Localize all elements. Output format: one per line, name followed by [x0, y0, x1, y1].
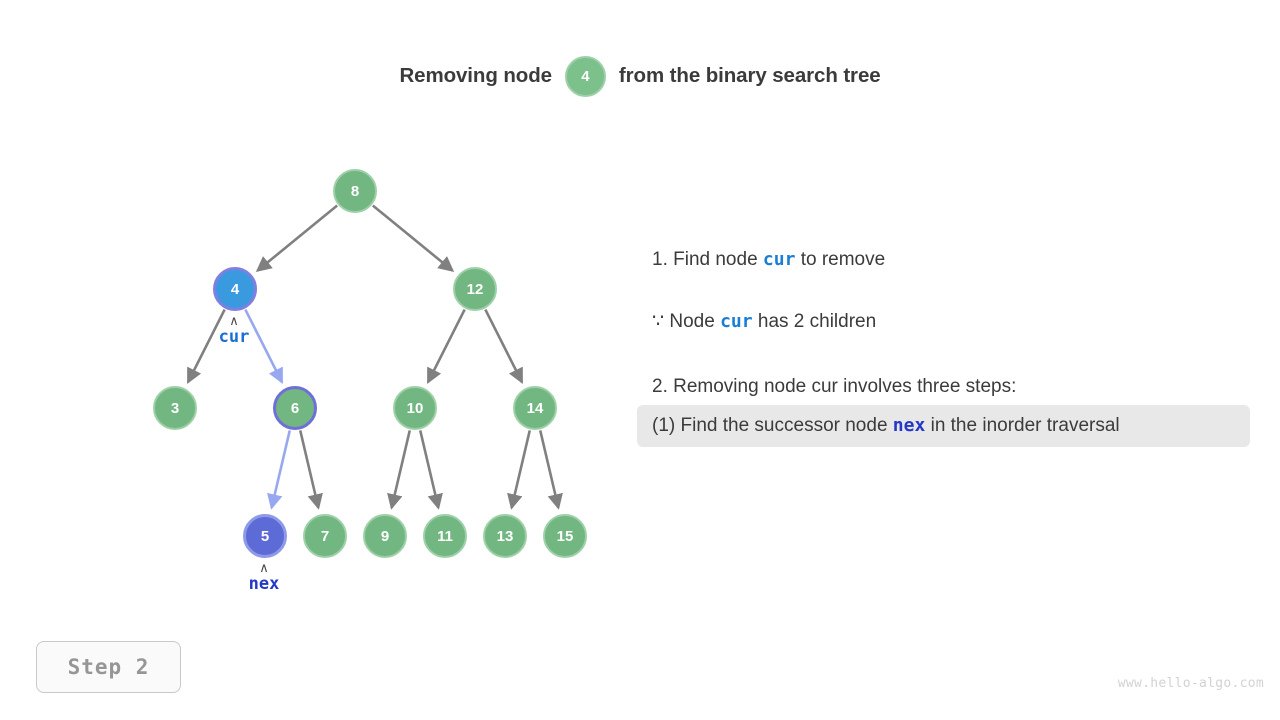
explanation-line-4-pre: (1) Find the successor node	[652, 415, 893, 436]
tree-edge	[507, 430, 532, 510]
spacer	[637, 274, 1267, 308]
title-suffix: from the binary search tree	[618, 64, 881, 87]
tree-edge	[267, 430, 292, 510]
pointer-cur: ∧cur	[218, 314, 250, 347]
tree-edge	[538, 430, 563, 510]
pointer-label-cur: cur	[218, 327, 250, 347]
title-node-circle: 4	[564, 55, 606, 97]
tree-edge	[244, 308, 284, 384]
tree-node-12[interactable]: 12	[453, 267, 497, 311]
tree-edge	[186, 308, 226, 384]
tree-node-9[interactable]: 9	[363, 514, 407, 558]
explanation-line-4-post: in the inorder traversal	[925, 415, 1120, 436]
spacer	[637, 336, 1267, 373]
tree-node-5[interactable]: 5	[243, 514, 287, 558]
tree-node-14[interactable]: 14	[513, 386, 557, 430]
tree-node-4[interactable]: 4	[213, 267, 257, 311]
tree-node-11[interactable]: 11	[423, 514, 467, 558]
tree-edge	[387, 430, 412, 510]
tree-edge	[484, 308, 524, 384]
title-prefix: Removing node	[399, 64, 552, 87]
explanation-line-2-post: has 2 children	[752, 311, 877, 332]
tree-node-3[interactable]: 3	[153, 386, 197, 430]
explanation-line-2-pre: ∵ Node	[652, 311, 721, 332]
tree-edges-layer	[186, 204, 563, 510]
page-title: Removing node 4 from the binary search t…	[0, 55, 1280, 97]
explanation-line-3: 2. Removing node cur involves three step…	[652, 376, 1017, 397]
caret-icon: ∧	[259, 561, 269, 576]
pointer-nex: ∧nex	[248, 561, 280, 594]
tree-node-10[interactable]: 10	[393, 386, 437, 430]
tree-edge	[298, 430, 323, 510]
explanation-line-1-pre: 1. Find node	[652, 249, 763, 270]
explanation-line-2: ∵ Node cur has 2 children	[637, 308, 1267, 336]
keyword-nex: nex	[892, 415, 926, 436]
tree-edge	[255, 204, 339, 272]
caret-icon: ∧	[229, 314, 239, 329]
tree-edge	[426, 308, 466, 384]
keyword-cur: cur	[762, 249, 796, 270]
explanation-panel: 1. Find node cur to remove ∵ Node cur ha…	[637, 246, 1267, 447]
explanation-line-1-post: to remove	[795, 249, 886, 270]
pointer-label-nex: nex	[248, 574, 280, 594]
keyword-cur: cur	[720, 311, 753, 332]
tree-edge	[418, 430, 443, 510]
step-badge: Step 2	[36, 641, 181, 693]
watermark: www.hello-algo.com	[1117, 676, 1264, 691]
tree-node-6[interactable]: 6	[273, 386, 317, 430]
explanation-line-4-highlighted: (1) Find the successor node nex in the i…	[637, 405, 1250, 447]
tree-edge	[371, 204, 455, 272]
tree-node-13[interactable]: 13	[483, 514, 527, 558]
explanation-line-1: 1. Find node cur to remove	[637, 246, 1267, 274]
tree-node-15[interactable]: 15	[543, 514, 587, 558]
tree-node-8[interactable]: 8	[333, 169, 377, 213]
tree-node-7[interactable]: 7	[303, 514, 347, 558]
